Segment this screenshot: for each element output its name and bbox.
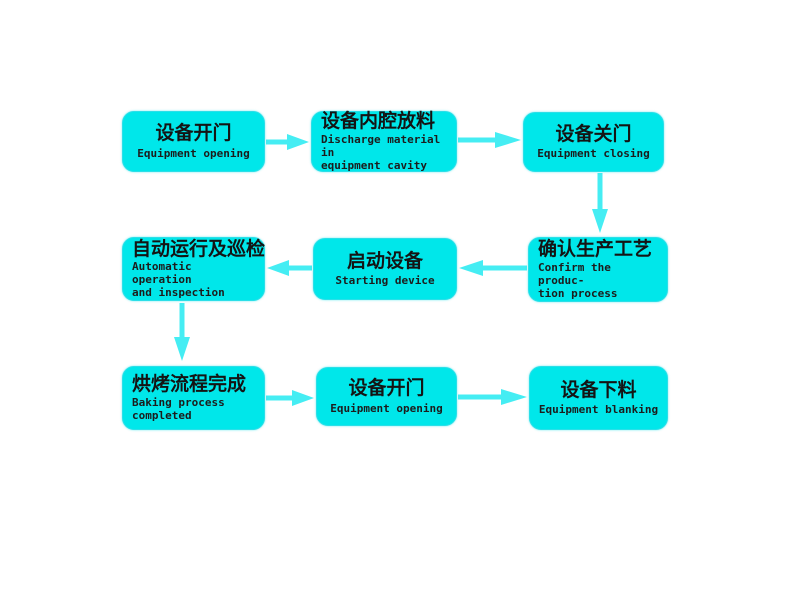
node-subtitle: Discharge material in equipment cavity: [321, 132, 441, 172]
node-subtitle: Automatic operation and inspection: [132, 260, 225, 300]
arrow-equipment-opening-1-to-discharge-material: [266, 134, 309, 150]
node-title: 设备内腔放料: [321, 111, 436, 133]
flow-node-equipment-closing: 设备关门 Equipment closing: [523, 112, 664, 172]
node-subtitle: Confirm the produc- tion process: [538, 260, 618, 300]
node-title: 设备下料: [560, 379, 637, 401]
arrow-confirm-production-to-starting-device: [459, 260, 527, 276]
arrow-discharge-material-to-equipment-closing: [458, 132, 521, 148]
flow-node-equipment-blanking: 设备下料 Equipment blanking: [529, 366, 668, 430]
arrow-automatic-operation-to-baking-completed: [174, 303, 190, 361]
flow-node-equipment-opening-2: 设备开门 Equipment opening: [316, 367, 457, 426]
flow-node-equipment-opening-1: 设备开门 Equipment opening: [122, 111, 265, 172]
node-title: 自动运行及巡检: [132, 238, 266, 260]
node-subtitle: Baking process completed: [132, 395, 225, 422]
flow-node-automatic-operation: 自动运行及巡检 Automatic operation and inspecti…: [122, 237, 265, 301]
arrow-baking-completed-to-equipment-opening-2: [266, 390, 314, 406]
node-subtitle: Equipment opening: [330, 401, 443, 415]
node-title: 确认生产工艺: [538, 239, 653, 261]
arrow-equipment-closing-to-confirm-production: [592, 173, 608, 233]
node-subtitle: Equipment closing: [537, 147, 650, 161]
node-title: 设备关门: [555, 123, 632, 145]
flow-node-starting-device: 启动设备 Starting device: [313, 238, 457, 300]
node-title: 启动设备: [346, 250, 423, 272]
arrow-equipment-opening-2-to-equipment-blanking: [458, 389, 527, 405]
node-title: 设备开门: [348, 378, 425, 400]
node-subtitle: Starting device: [335, 274, 435, 288]
flow-node-discharge-material: 设备内腔放料 Discharge material in equipment c…: [311, 111, 457, 172]
node-title: 设备开门: [155, 123, 232, 145]
flow-node-confirm-production: 确认生产工艺 Confirm the produc- tion process: [528, 237, 668, 302]
node-subtitle: Equipment opening: [137, 146, 250, 160]
node-subtitle: Equipment blanking: [538, 403, 659, 417]
arrow-starting-device-to-automatic-operation: [267, 260, 312, 276]
node-title: 烘烤流程完成: [132, 374, 247, 396]
flow-node-baking-completed: 烘烤流程完成 Baking process completed: [122, 366, 265, 430]
